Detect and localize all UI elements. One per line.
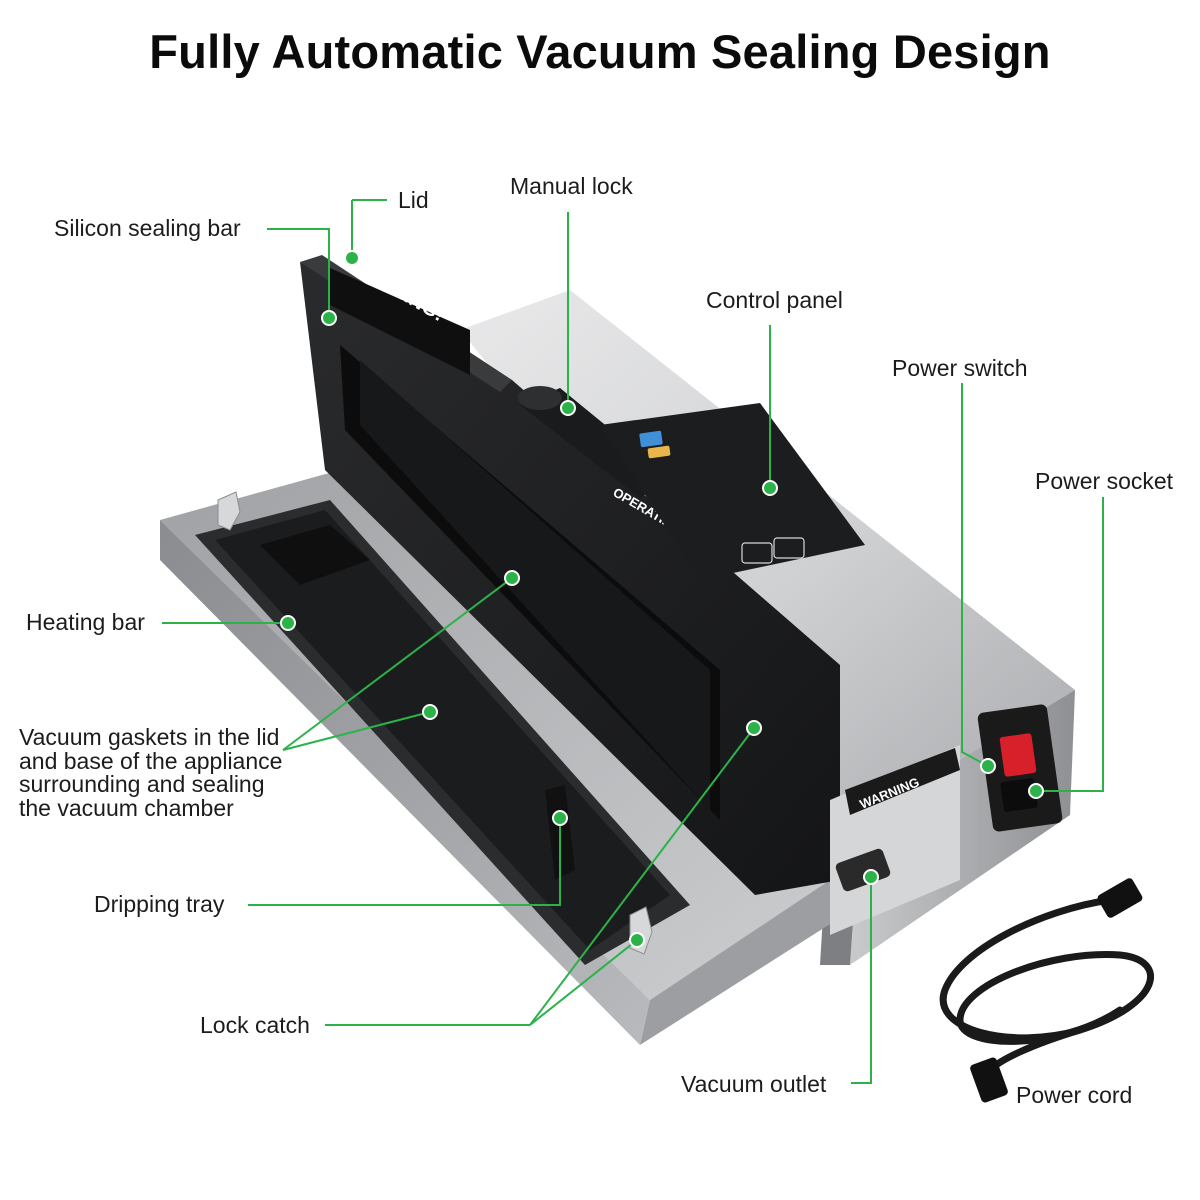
label-lid: Lid [398, 187, 429, 213]
power-cord [939, 878, 1154, 1103]
label-manual-lock: Manual lock [510, 173, 633, 199]
label-vacuum-outlet: Vacuum outlet [681, 1071, 827, 1097]
label-heating-bar: Heating bar [26, 609, 145, 635]
power-switch-rocker [999, 733, 1037, 777]
page-title: Fully Automatic Vacuum Sealing Design [149, 25, 1051, 78]
base-platform [160, 470, 860, 1045]
control-panel [600, 403, 865, 580]
label-control-panel: Control panel [706, 287, 843, 313]
label-lock-catch: Lock catch [200, 1012, 310, 1038]
power-socket-inlet [1000, 778, 1038, 812]
label-silicon-sealing-bar: Silicon sealing bar [54, 215, 241, 241]
label-power-socket: Power socket [1035, 468, 1174, 494]
callout-dots [280, 250, 1044, 948]
label-power-cord: Power cord [1016, 1082, 1133, 1108]
lid: WARNING! OPERATING TIIPS [300, 255, 840, 895]
label-power-switch: Power switch [892, 355, 1028, 381]
callout-lines [162, 199, 1104, 1084]
label-vacuum-gaskets: Vacuum gaskets in the lid and base of th… [19, 724, 283, 821]
rear-panel: WARNING [830, 704, 1063, 935]
label-dripping-tray: Dripping tray [94, 891, 225, 917]
